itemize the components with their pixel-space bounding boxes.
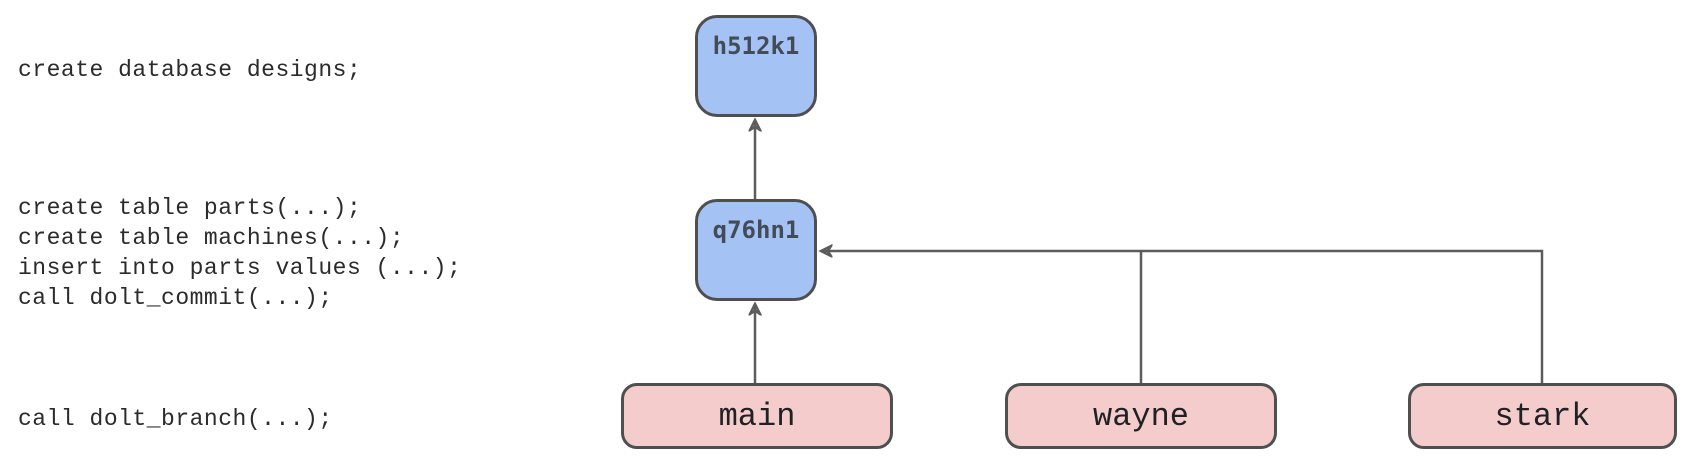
branch-name-label: main xyxy=(718,397,796,435)
sql-annotation-call-dolt-branch: call dolt_branch(...); xyxy=(18,406,333,432)
branch-name-label: wayne xyxy=(1092,397,1189,435)
commit-hash-label: h512k1 xyxy=(712,32,800,60)
branch-node-wayne: wayne xyxy=(1005,383,1277,449)
sql-annotation-create-table-parts: create table parts(...); xyxy=(18,195,362,221)
branch-node-stark: stark xyxy=(1408,383,1677,449)
sql-annotation-insert-into-parts: insert into parts values (...); xyxy=(18,255,462,281)
edge-stark-to-q76hn1 xyxy=(821,251,1544,383)
sql-annotation-create-table-machines: create table machines(...); xyxy=(18,225,405,251)
commit-node-q76hn1: q76hn1 xyxy=(695,199,817,301)
branch-name-label: stark xyxy=(1494,397,1591,435)
sql-annotation-commit-block: create table parts(...); create table ma… xyxy=(18,193,461,313)
commit-hash-label: q76hn1 xyxy=(712,216,800,244)
sql-annotation-create-database: create database designs; xyxy=(18,57,362,83)
sql-annotation-call-dolt-commit: call dolt_commit(...); xyxy=(18,285,333,311)
commit-node-h512k1: h512k1 xyxy=(695,15,817,117)
branch-node-main: main xyxy=(621,383,893,449)
